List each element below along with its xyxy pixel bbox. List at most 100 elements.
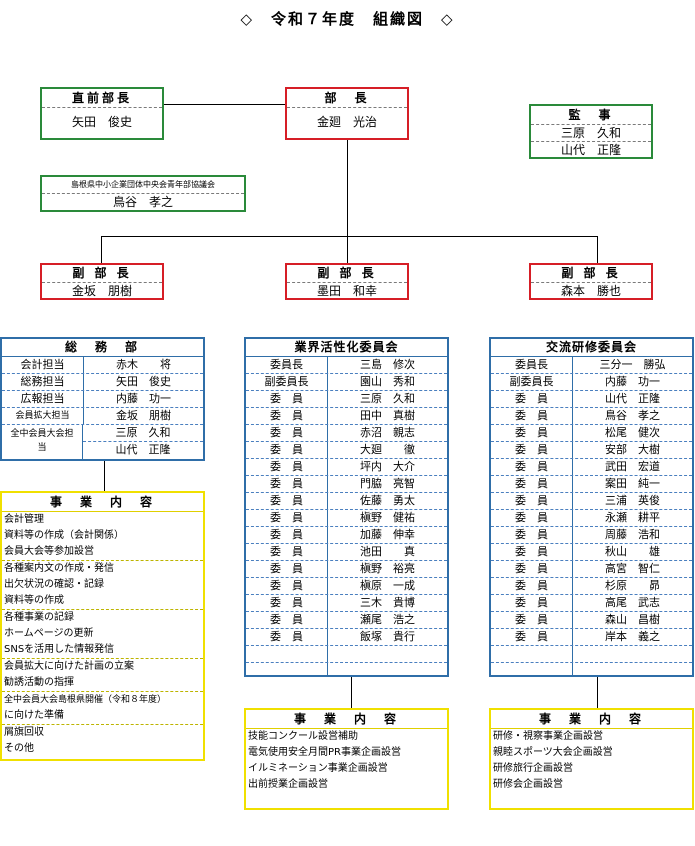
role: 委 員 [491, 493, 573, 509]
industry-member-list: 委員長三島 修次 副委員長園山 秀和 委 員三原 久和 委 員田中 真樹 委 員… [246, 357, 447, 677]
committee-row: 委 員鳥谷 孝之 [491, 408, 692, 425]
member-name [328, 646, 447, 662]
business-item: に向けた準備 [4, 710, 64, 721]
committee-row: 委 員 松尾 健次 [491, 425, 692, 442]
member-name: 三浦 英俊 [605, 494, 660, 507]
role: 委 員 [491, 425, 573, 441]
member-name: 三原 久和 [360, 392, 415, 405]
role: 委 員 [491, 544, 573, 560]
committee-row: 委 員 三浦 英俊 [491, 493, 692, 510]
member-name: 門脇 亮智 [360, 477, 415, 490]
role: 委 員 [246, 544, 328, 560]
committee-row: 委 員 槇野 健祐 [246, 510, 447, 527]
member-name: 永瀬 耕平 [605, 511, 660, 524]
committee-row: 委 員 佐藤 勇太 [246, 493, 447, 510]
auditor-name: 三原 久和 [531, 125, 651, 142]
former-chief-heading: 直前部長 [42, 89, 162, 108]
role: 全中会員大会担 当 [2, 425, 83, 459]
member-name: 槇野 健祐 [360, 511, 415, 524]
member-name: 武田 宏道 [605, 460, 660, 473]
industry-business-box: 事 業 内 容 技能コンクール設営補助 電気使用安全月間PR事業企画設営 イルミ… [244, 708, 449, 810]
member-name: 佐藤 勇太 [360, 494, 415, 507]
member-name: 三分一 勝弘 [599, 358, 666, 371]
role: 委員長 [491, 357, 573, 373]
business-item: SNSを活用した情報発信 [4, 644, 115, 655]
member-name: 山代 正隆 [605, 392, 660, 405]
role: 委 員 [246, 459, 328, 475]
committee-row: 委員長 三分一 勝弘 [491, 357, 692, 374]
member-name: 加藤 伸幸 [360, 528, 415, 541]
member-name: 周藤 浩和 [605, 528, 660, 541]
vice-chief-heading: 副 部 長 [287, 265, 407, 283]
business-group: 屑旗回収 その他 [2, 724, 203, 757]
vice-chief-name: 森本 勝也 [560, 284, 621, 298]
business-item: 会員拡大に向けた計画の立案 [4, 661, 134, 672]
member-name: 飯塚 貴行 [360, 630, 415, 643]
role: 委 員 [246, 425, 328, 441]
committee-row: 委 員秋山 雄 [491, 544, 692, 561]
committee-row: 委 員槇野 裕亮 [246, 561, 447, 578]
business-item: 会計管理 [4, 514, 44, 525]
member-name: 安部 大樹 [605, 443, 660, 456]
business-item: その他 [4, 743, 34, 754]
council-box: 島根県中小企業団体中央会青年部協議会 鳥谷 孝之 [40, 175, 246, 212]
role: 委 員 [246, 493, 328, 509]
business-item: 出欠状況の確認・記録 [4, 579, 104, 590]
connector-former-chief [163, 104, 286, 105]
member-name: 案田 純一 [605, 477, 660, 490]
business-item: 出前授業企画設営 [248, 779, 328, 790]
committee-row: 委 員坪内 大介 [246, 459, 447, 476]
committee-row: 委 員高宮 智仁 [491, 561, 692, 578]
business-group: 全中会員大会島根県開催（令和８年度） に向けた準備 [2, 691, 203, 724]
committee-row: 委 員 三原 久和 [246, 391, 447, 408]
member-name: 内藤 功一 [116, 392, 171, 405]
member-name: 松尾 健次 [605, 426, 660, 439]
member-name: 高尾 武志 [605, 596, 660, 609]
connector-general-biz [104, 460, 105, 492]
business-item: 資料等の作成 [4, 595, 64, 606]
role: 委員長 [246, 357, 328, 373]
role: 会員拡大担当 [2, 408, 84, 424]
role [246, 646, 328, 662]
role [491, 663, 573, 677]
member-name: 田中 真樹 [360, 409, 415, 422]
committee-row: 副委員長内藤 功一 [491, 374, 692, 391]
committee-row: 委 員瀬尾 浩之 [246, 612, 447, 629]
member-name [328, 663, 447, 677]
chief-box: 部 長 金廻 光治 [285, 87, 409, 140]
member-name: 園山 秀和 [360, 375, 415, 388]
role: 委 員 [246, 442, 328, 458]
exchange-committee-heading: 交流研修委員会 [491, 339, 692, 357]
industry-business-heading: 事 業 内 容 [246, 710, 447, 729]
role: 委 員 [491, 612, 573, 628]
member-name [573, 663, 692, 677]
member-name: 槇原 一成 [360, 579, 415, 592]
role [491, 646, 573, 662]
business-group: 会員拡大に向けた計画の立案 勧誘活動の指揮 [2, 658, 203, 691]
committee-row: 委 員三木 貴博 [246, 595, 447, 612]
council-heading: 島根県中小企業団体中央会青年部協議会 [42, 177, 244, 194]
committee-row: 委 員大廻 徹 [246, 442, 447, 459]
role [246, 663, 328, 677]
committee-row: 委 員加藤 伸幸 [246, 527, 447, 544]
committee-row: 委 員安部 大樹 [491, 442, 692, 459]
business-item: 屑旗回収 [4, 727, 44, 738]
role: 委 員 [246, 561, 328, 577]
role: 委 員 [246, 510, 328, 526]
committee-row [491, 663, 692, 677]
business-item: 全中会員大会島根県開催（令和８年度） [4, 695, 167, 705]
role: 委 員 [491, 510, 573, 526]
role: 副委員長 [491, 374, 573, 390]
member-name: 三島 修次 [360, 358, 415, 371]
committee-row: 委 員周藤 浩和 [491, 527, 692, 544]
general-affairs-row: 会員拡大担当金坂 朋樹 [2, 408, 203, 425]
general-business-box: 事 業 内 容 会計管理 資料等の作成（会計関係） 会員大会等参加設営 各種案内… [0, 491, 205, 761]
connector-vice3-drop [597, 236, 598, 264]
role: 委 員 [246, 391, 328, 407]
member-name: 森山 昌樹 [605, 613, 660, 626]
vice-chief-heading: 副 部 長 [531, 265, 651, 283]
committee-row: 委 員岸本 義之 [491, 629, 692, 646]
member-name: 高宮 智仁 [605, 562, 660, 575]
member-name: 赤木 将 [116, 358, 171, 371]
connector-vice1-drop [101, 236, 102, 264]
